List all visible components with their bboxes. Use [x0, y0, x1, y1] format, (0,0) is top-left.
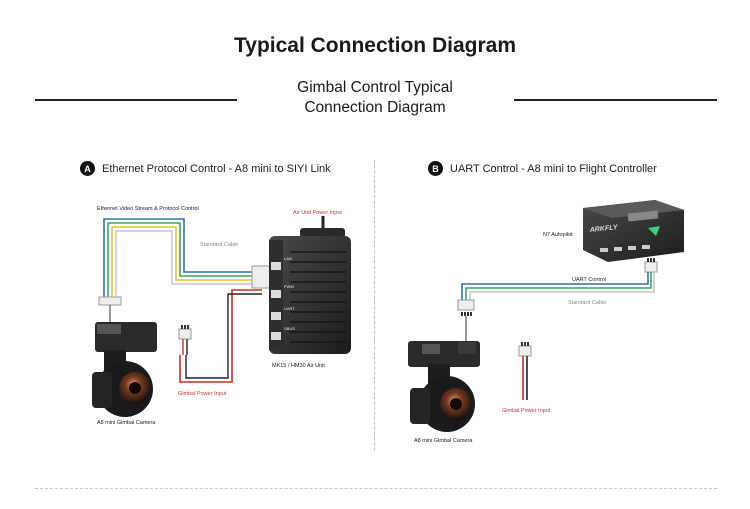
title-divider-right	[514, 99, 717, 101]
ethernet-cable	[103, 218, 260, 300]
gimbal-power-wire-black	[185, 293, 262, 379]
label-standard-cable-a: Standard Cable	[200, 242, 238, 248]
subtitle-line-2: Connection Diagram	[304, 99, 446, 116]
gimbal-power-pins-b	[521, 342, 529, 346]
gimbal-power-pins	[181, 325, 189, 329]
label-gimbal-power-a: Gimbal Power Input	[178, 391, 227, 397]
page-title: Typical Connection Diagram	[234, 34, 516, 57]
label-camera-b: A8 mini Gimbal Camera	[414, 438, 473, 444]
autopilot-top	[583, 200, 684, 218]
air-unit-fins	[290, 251, 346, 343]
camera-b-side	[410, 388, 430, 424]
section-b-heading-text: UART Control - A8 mini to Flight Control…	[450, 162, 657, 175]
air-unit-port-labels: LAN PWM UART SBUS	[284, 256, 295, 331]
uart-plug-camera	[457, 299, 475, 311]
label-uart-control: UART Control	[572, 277, 606, 283]
gimbal-camera-a	[92, 322, 157, 417]
section-a-labels: Ethernet Video Stream & Protocol Control…	[97, 206, 342, 426]
section-b-badge: B	[428, 161, 443, 176]
autopilot-ports	[600, 245, 650, 252]
section-a-diagram: LAN PWM UART SBUS Ethernet Video Stream …	[92, 206, 351, 426]
column-divider	[374, 160, 375, 450]
label-autopilot: N7 Autopilot	[543, 232, 573, 238]
subtitle-line-1: Gimbal Control Typical	[297, 79, 453, 96]
title-divider-left	[35, 99, 237, 101]
section-b-heading: B UART Control - A8 mini to Flight Contr…	[428, 161, 657, 176]
ethernet-plug-air-unit	[251, 265, 271, 289]
label-camera-a: A8 mini Gimbal Camera	[97, 420, 156, 426]
camera-b-connector-block	[458, 342, 476, 354]
uart-plug-autopilot	[644, 261, 658, 273]
gimbal-power-plug	[178, 328, 192, 340]
gimbal-camera-b	[408, 341, 480, 432]
camera-a-mount-plate	[97, 324, 121, 334]
section-a-heading: A Ethernet Protocol Control - A8 mini to…	[80, 161, 331, 176]
label-gimbal-power-b: Gimbal Power Input	[502, 408, 551, 414]
autopilot-panel	[627, 210, 659, 222]
label-air-power: Air Unit Power Input	[293, 210, 342, 216]
ethernet-plug-camera	[98, 296, 122, 306]
uart-pins-camera	[461, 312, 472, 316]
section-b-diagram: ARKFLY	[408, 200, 684, 444]
section-a-badge: A	[80, 161, 95, 176]
air-unit: LAN PWM UART SBUS	[269, 216, 351, 354]
air-unit-ports	[271, 262, 281, 340]
air-unit-body	[269, 236, 351, 354]
gimbal-power-plug-b	[518, 345, 532, 357]
gimbal-power-wire-red	[179, 289, 262, 383]
label-air-unit: MK15 / HM30 Air Unit	[272, 363, 325, 369]
section-subtitle: Gimbal Control Typical Connection Diagra…	[250, 78, 500, 118]
section-a-heading-text: Ethernet Protocol Control - A8 mini to S…	[102, 162, 331, 175]
uart-pins-autopilot	[647, 258, 655, 262]
label-ethernet: Ethernet Video Stream & Protocol Control	[97, 206, 199, 212]
autopilot: ARKFLY	[583, 200, 684, 262]
air-unit-top	[300, 228, 345, 238]
air-unit-port-label-lan: LAN	[284, 256, 292, 261]
air-unit-port-label-sbus: SBUS	[284, 326, 295, 331]
camera-a-lens-center	[129, 382, 141, 394]
footer-divider	[35, 488, 717, 489]
autopilot-brand: ARKFLY	[588, 224, 619, 234]
section-b-labels: N7 Autopilot UART Control Standard Cable…	[414, 232, 606, 444]
autopilot-led	[648, 226, 660, 236]
camera-b-mount-plate	[422, 344, 440, 354]
uart-cable	[461, 272, 655, 300]
camera-b-lens-center	[450, 398, 462, 410]
label-standard-cable-b: Standard Cable	[568, 300, 606, 306]
camera-a-side	[92, 372, 112, 408]
air-unit-port-label-pwm: PWM	[284, 284, 294, 289]
air-unit-port-label-uart: UART	[284, 306, 295, 311]
